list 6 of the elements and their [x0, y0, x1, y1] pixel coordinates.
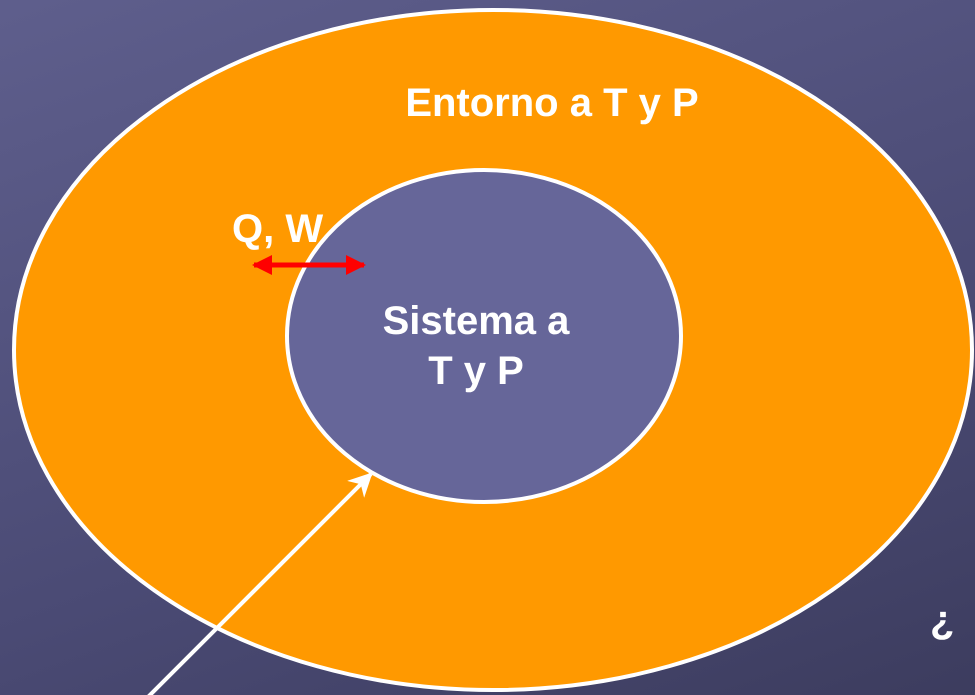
question-mark-text: ¿	[930, 598, 954, 643]
environment-ellipse	[12, 8, 974, 692]
system-ellipse	[285, 168, 683, 504]
system-label: Sistema a T y P	[382, 298, 571, 395]
flow-label: Q, W	[232, 207, 324, 252]
environment-label: Entorno a T y P	[404, 80, 700, 127]
